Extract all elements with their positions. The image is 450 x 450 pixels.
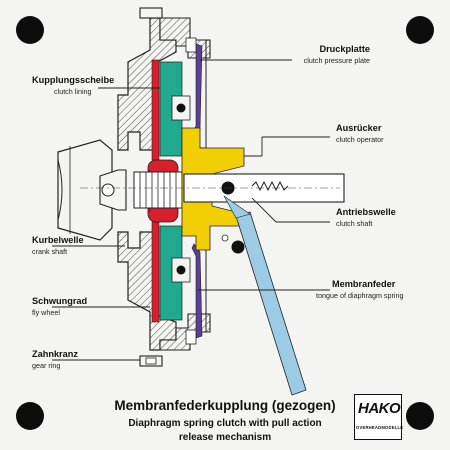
label-kurbelwelle: Kurbelwelle crank shaft bbox=[32, 235, 84, 257]
label-druckplatte-de: Druckplatte bbox=[319, 44, 370, 54]
label-schwungrad-de: Schwungrad bbox=[32, 296, 88, 306]
label-kupplungsscheibe-en: clutch lining bbox=[54, 87, 92, 97]
label-zahnkranz-de: Zahnkranz bbox=[32, 349, 78, 359]
label-membranfeder-en: tongue of diaphragm spring bbox=[316, 291, 404, 301]
release-lever bbox=[221, 195, 307, 396]
diaphragm-spring bbox=[185, 37, 203, 345]
label-druckplatte-en: clutch pressure plate bbox=[303, 56, 370, 66]
label-schwungrad-en: fly wheel bbox=[32, 308, 60, 318]
diagram-subtitle-line1: Diaphragm spring clutch with pull action bbox=[128, 418, 322, 429]
label-zahnkranz: Zahnkranz gear ring bbox=[32, 349, 78, 371]
label-ausruecker: Ausrücker clutch operator bbox=[336, 123, 384, 145]
mounting-hole-top-left bbox=[16, 16, 44, 44]
leader-lines bbox=[52, 59, 330, 361]
label-antriebswelle: Antriebswelle clutch shaft bbox=[336, 207, 396, 229]
label-antriebswelle-en: clutch shaft bbox=[336, 219, 373, 229]
label-kupplungsscheibe: Kupplungsscheibe clutch lining bbox=[32, 75, 115, 97]
hako-logo-sub: OVERHEADMODELLE bbox=[356, 425, 404, 430]
label-kurbelwelle-de: Kurbelwelle bbox=[32, 235, 84, 245]
label-druckplatte: Druckplatte clutch pressure plate bbox=[303, 44, 370, 66]
diagram-subtitle-line2: release mechanism bbox=[178, 432, 272, 443]
label-kurbelwelle-en: crank shaft bbox=[32, 247, 68, 257]
label-ausruecker-en: clutch operator bbox=[336, 135, 384, 145]
label-membranfeder-de: Membranfeder bbox=[332, 279, 396, 289]
mounting-hole-bottom-right bbox=[406, 402, 434, 430]
label-schwungrad: Schwungrad fly wheel bbox=[32, 296, 88, 318]
clutch-hub bbox=[133, 171, 189, 209]
hako-logo-mark: HAKO bbox=[358, 400, 401, 417]
hako-logo: HAKO OVERHEADMODELLE bbox=[354, 394, 404, 440]
pressure-plate bbox=[159, 61, 191, 321]
clutch-shaft bbox=[80, 173, 345, 203]
mounting-hole-bottom-left bbox=[16, 402, 44, 430]
label-kupplungsscheibe-de: Kupplungsscheibe bbox=[32, 75, 115, 85]
label-zahnkranz-en: gear ring bbox=[32, 361, 61, 371]
label-membranfeder: Membranfeder tongue of diaphragm spring bbox=[316, 279, 404, 299]
label-antriebswelle-de: Antriebswelle bbox=[336, 207, 396, 217]
mounting-hole-top-right bbox=[406, 16, 434, 44]
label-ausruecker-de: Ausrücker bbox=[336, 123, 382, 133]
crankshaft bbox=[57, 139, 127, 241]
diagram-title: Membranfederkupplung (gezogen) bbox=[114, 398, 336, 413]
flywheel bbox=[117, 7, 211, 367]
